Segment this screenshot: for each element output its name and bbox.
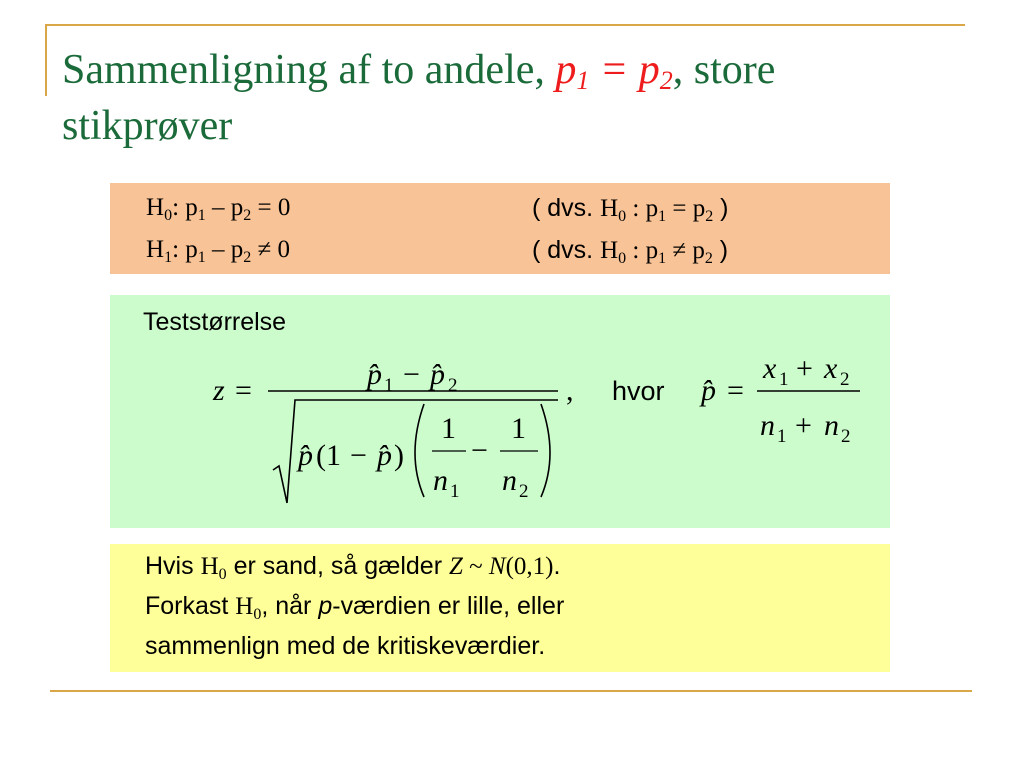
big-right-paren [540, 403, 551, 498]
denominator-p-hat-2: p̂ [375, 439, 392, 472]
hypotheses-box [110, 183, 890, 274]
hypothesis-h1-meaning: ( dvs. H0 : p1 ≠ p2 ) [532, 236, 729, 267]
pooled-n1: n [760, 409, 775, 442]
hvor-label: hvor [612, 376, 665, 406]
pooled-n2-sub: 2 [841, 426, 851, 447]
conclusion-line-3: sammenlign med de kritiskeværdier. [145, 632, 546, 660]
frac2-sub: 2 [519, 481, 529, 502]
pooled-n2: n [824, 409, 839, 442]
denominator-one-minus: (1 [316, 439, 341, 472]
square-root-sign [272, 399, 558, 504]
hypothesis-h0: H0: p1 – p2 = 0 [146, 194, 291, 224]
hypothesis-h0-meaning: ( dvs. H0 : p1 = p2 ) [532, 194, 729, 225]
denominator-p-hat: p̂ [296, 439, 313, 472]
frac1-numerator: 1 [441, 412, 456, 445]
pooled-plus-top: + [796, 352, 813, 385]
test-statistic-box [110, 295, 890, 528]
numerator-sub-1: 1 [384, 375, 394, 396]
pooled-p-hat: p̂ [699, 374, 716, 407]
numerator-minus: − [403, 358, 420, 391]
numerator-sub-2: 2 [448, 375, 458, 396]
conclusion-line-1: Hvis H0 er sand, så gælder Z ~ N(0,1). [145, 552, 561, 583]
pooled-x2: x [823, 352, 838, 385]
conclusion-box [110, 544, 890, 672]
conclusion-line-2: Forkast H0, når p-værdien er lille, elle… [145, 592, 565, 623]
frame-left-line [45, 24, 47, 96]
hypothesis-h1: H1: p1 – p2 ≠ 0 [146, 236, 290, 266]
frame-bottom-line [50, 690, 972, 692]
pooled-equals: = [727, 374, 744, 407]
numerator-p2-hat: p̂ [428, 358, 445, 391]
frac-minus: − [471, 434, 488, 467]
slide-title: Sammenligning af to andele, p1 = p2, sto… [62, 47, 776, 149]
test-statistic-label: Teststørrelse [143, 308, 287, 336]
frame-top-line [45, 24, 965, 26]
frac2-numerator: 1 [511, 412, 526, 445]
pooled-plus-bottom: + [795, 409, 812, 442]
numerator-p1-hat: p̂ [365, 358, 382, 391]
frac1-sub: 1 [450, 481, 460, 502]
z-symbol: z [212, 374, 225, 407]
z-equals: = [235, 374, 252, 407]
big-left-paren [414, 403, 425, 498]
pooled-x1: x [762, 352, 777, 385]
denominator-close-paren: ) [394, 439, 404, 472]
denominator-minus: − [350, 439, 367, 472]
pooled-x2-sub: 2 [840, 369, 850, 390]
pooled-n1-sub: 1 [777, 426, 787, 447]
frac2-n: n [502, 464, 517, 497]
z-comma: , [566, 374, 574, 407]
pooled-x1-sub: 1 [779, 369, 789, 390]
frac1-n: n [433, 464, 448, 497]
